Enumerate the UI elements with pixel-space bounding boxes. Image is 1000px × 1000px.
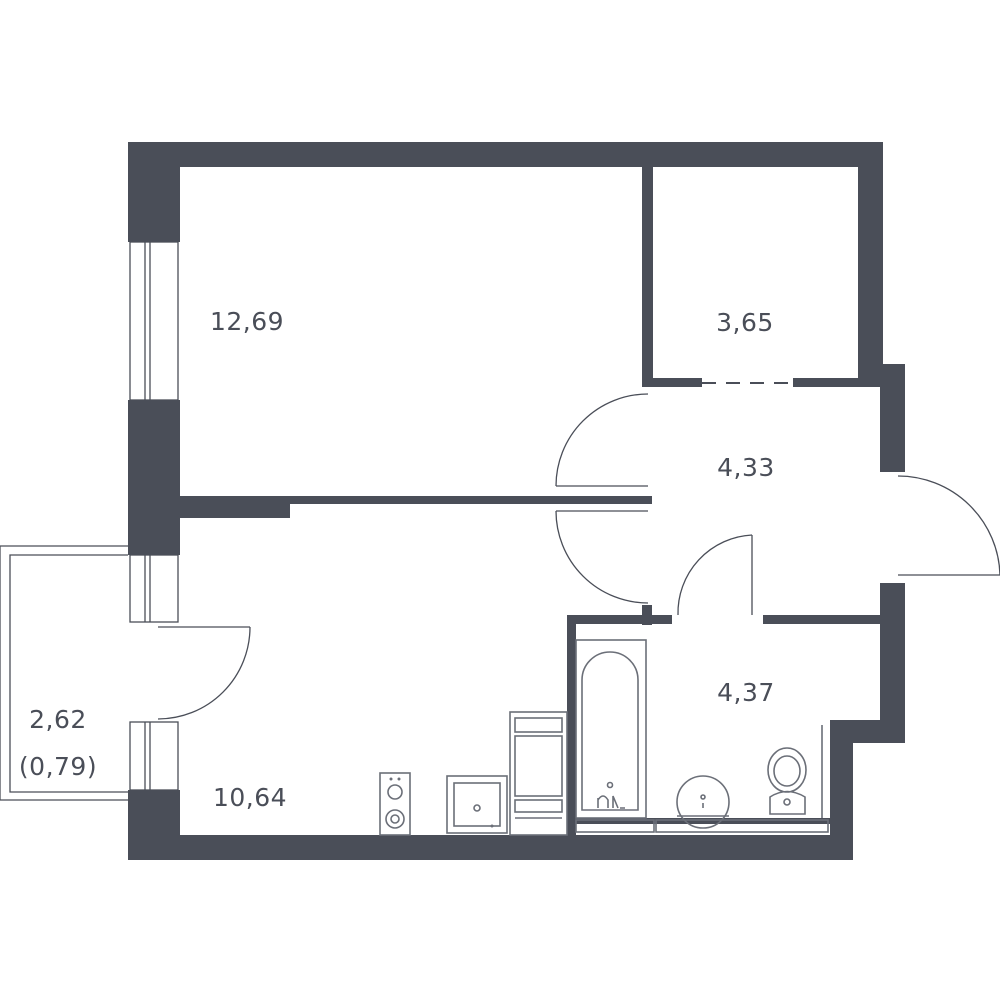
window-living-lower xyxy=(129,721,179,791)
bath-shelf-left xyxy=(575,819,655,833)
wall-left-middle xyxy=(128,400,180,555)
wall-partition-thin xyxy=(290,496,652,504)
windows xyxy=(129,241,179,791)
wall-right-hall-lower xyxy=(880,583,905,743)
kitchen-fixtures xyxy=(379,711,568,836)
wall-bath-top-left xyxy=(567,615,672,624)
storage-area-label: 3,65 xyxy=(716,308,774,337)
wall-storage-bottom-right xyxy=(793,378,860,387)
bathroom-area-label: 4,37 xyxy=(717,678,775,707)
bedroom-area-label: 12,69 xyxy=(210,307,284,336)
bath-shelf-right xyxy=(655,819,829,833)
washbasin xyxy=(676,775,730,829)
wall-bath-left xyxy=(567,615,576,835)
wall-bath-top-right xyxy=(763,615,883,624)
hallway-area-label: 4,33 xyxy=(717,453,775,482)
living-kitchen-area-label: 10,64 xyxy=(213,783,287,812)
window-living-upper xyxy=(129,554,179,623)
wall-right-storage xyxy=(858,142,883,387)
wall-left-upper xyxy=(128,142,180,242)
wall-bath-bottom xyxy=(567,818,832,824)
wall-storage-bottom-left xyxy=(642,378,702,387)
door-bathroom xyxy=(677,534,753,616)
stove xyxy=(379,772,411,836)
balcony xyxy=(0,545,128,801)
door-living xyxy=(555,510,649,604)
wall-right-bath xyxy=(830,720,853,860)
wall-partition-left xyxy=(180,496,290,518)
area-labels: 12,69 3,65 4,33 4,37 10,64 2,62 (0,79) xyxy=(19,307,775,812)
wall-bottom xyxy=(128,835,853,860)
doors xyxy=(157,382,1000,720)
bathroom-fixtures xyxy=(575,639,829,833)
toilet xyxy=(767,747,807,815)
kitchen-cabinet xyxy=(509,711,568,836)
balcony-area-label: 2,62 xyxy=(29,705,87,734)
door-bedroom xyxy=(555,393,649,487)
balcony-reduced-area-label: (0,79) xyxy=(19,752,97,781)
walls xyxy=(128,142,905,860)
wall-top xyxy=(128,142,883,167)
wall-storage-left xyxy=(642,167,653,387)
sink xyxy=(446,775,508,834)
door-entrance xyxy=(897,475,1000,576)
window-bedroom xyxy=(129,241,179,401)
bathtub xyxy=(575,639,647,819)
door-balcony xyxy=(157,626,251,720)
wall-right-hall-upper xyxy=(880,364,905,472)
